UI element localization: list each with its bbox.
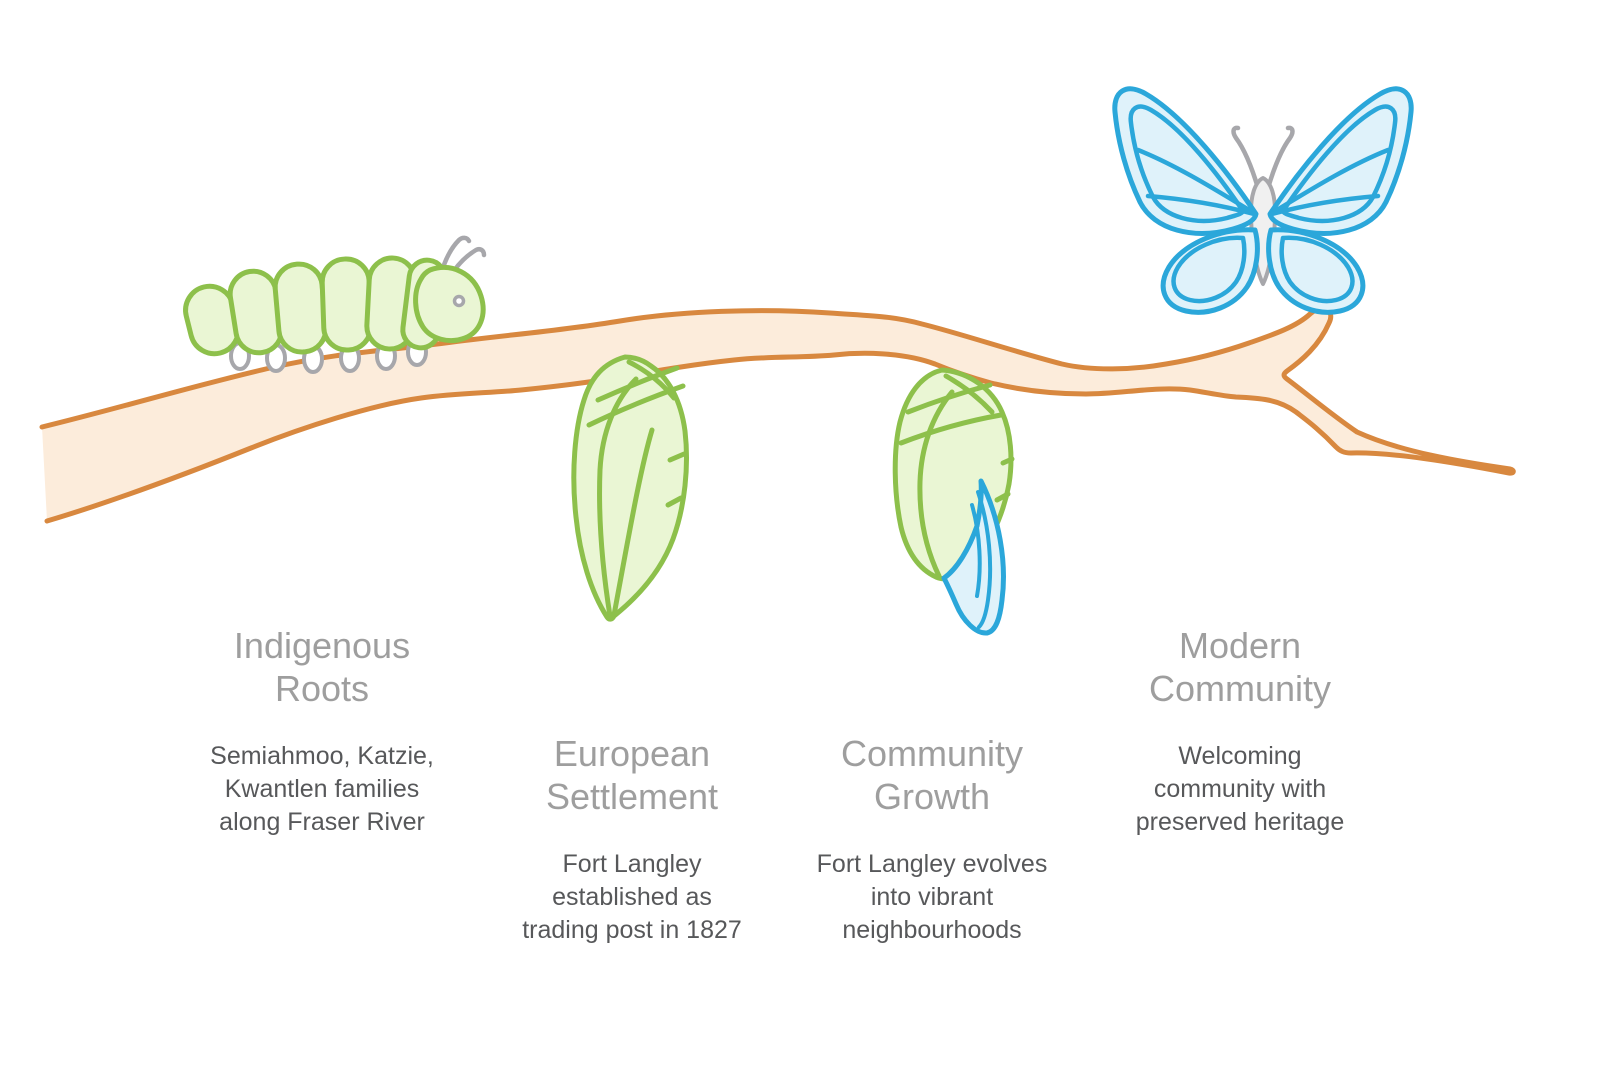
branch-outline: [39, 305, 1516, 524]
stage-description: Fort Langley established as trading post…: [522, 850, 742, 944]
butterfly-upper-wing: [1267, 86, 1414, 236]
stage-european-settlement: European Settlement Fort Langley establi…: [472, 732, 792, 947]
stage-title: European Settlement: [545, 733, 719, 817]
caterpillar-eye: [452, 294, 466, 308]
emerging-chrysalis-illustration: [892, 367, 1015, 636]
emerging-wing-veins: [970, 490, 993, 629]
butterfly-antennae: [1231, 125, 1295, 191]
chrysalis-illustration: [571, 354, 689, 622]
caterpillar-illustration: [183, 235, 487, 374]
caterpillar-body: [183, 255, 448, 357]
caterpillar-head: [413, 265, 486, 343]
stage-description: Fort Langley evolves into vibrant neighb…: [816, 850, 1048, 944]
emerging-chrysalis-bands: [898, 373, 1015, 579]
butterfly-wings: [1115, 86, 1414, 315]
stage-title: Community Growth: [840, 733, 1024, 817]
stage-modern-community: Modern Community Welcoming community wit…: [1070, 624, 1410, 839]
stage-community-growth: Community Growth Fort Langley evolves in…: [767, 732, 1097, 947]
stage-indigenous-roots: Indigenous Roots Semiahmoo, Katzie, Kwan…: [162, 624, 482, 839]
stage-description: Welcoming community with preserved herit…: [1135, 742, 1345, 836]
stage-title: Modern Community: [1148, 625, 1332, 709]
stage-description: Semiahmoo, Katzie, Kwantlen families alo…: [210, 742, 434, 836]
stage-title: Indigenous Roots: [233, 625, 411, 709]
butterfly-lower-wing: [1266, 227, 1366, 315]
butterfly-illustration: [1115, 86, 1414, 315]
chrysalis-bands: [586, 359, 687, 619]
